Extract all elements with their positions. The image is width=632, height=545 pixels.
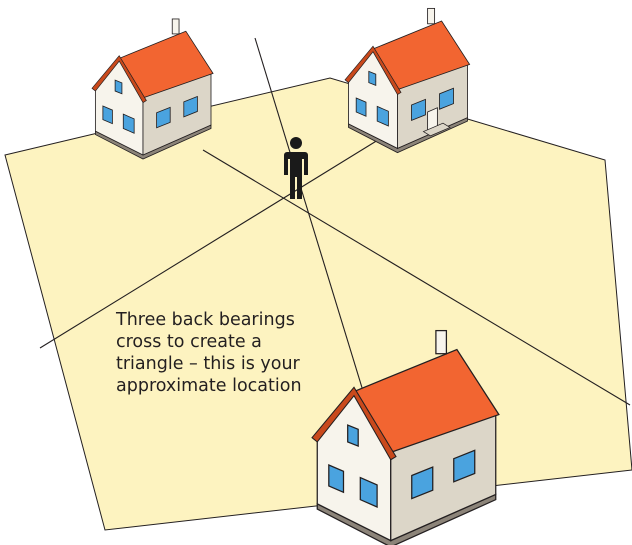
caption-line-4: approximate location (116, 376, 302, 396)
bearing-line-3 (202, 149, 631, 406)
bearing-line-1 (254, 37, 379, 441)
standing-person-icon (284, 137, 308, 199)
caption-line-1: Three back bearings (116, 310, 295, 330)
bearing-line-2 (39, 139, 379, 349)
bearing-lines (39, 37, 631, 441)
caption-line-2: cross to create a (116, 332, 262, 352)
caption-text: Three back bearings cross to create a tr… (116, 309, 346, 397)
caption-line-3: triangle – this is your (116, 354, 300, 374)
house-icon-top-right (344, 7, 471, 154)
